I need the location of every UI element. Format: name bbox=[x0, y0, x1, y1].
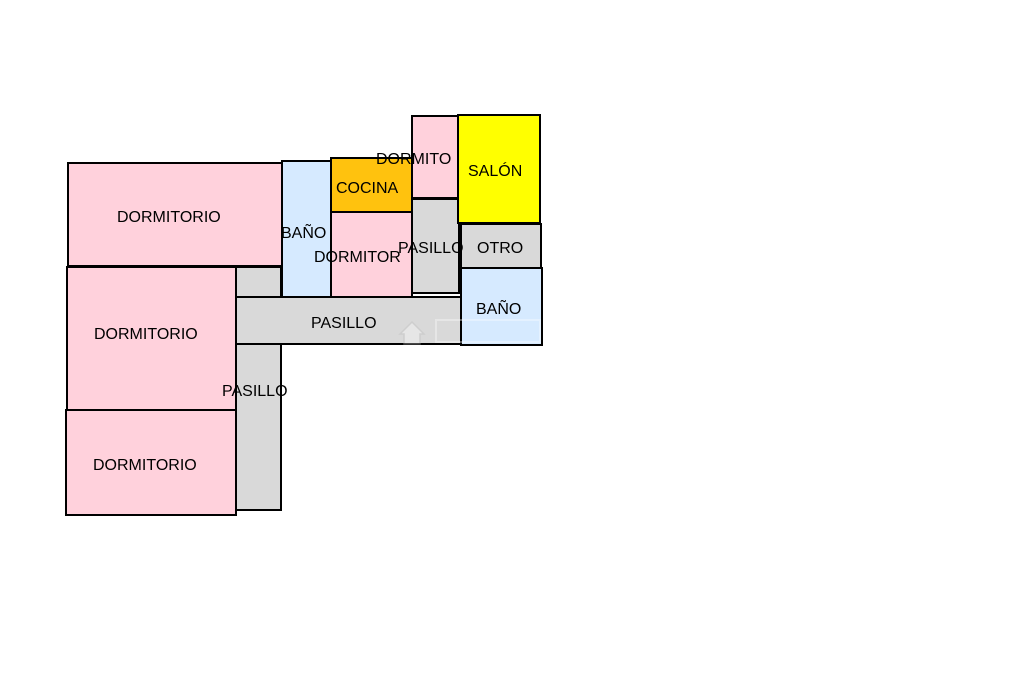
label-cocina: COCINA bbox=[336, 180, 399, 197]
room-dormitorio-2 bbox=[66, 266, 237, 411]
room-salon bbox=[457, 114, 541, 224]
label-salon: SALÓN bbox=[468, 163, 523, 180]
label-dormitorio-4: DORMITOR bbox=[314, 249, 401, 266]
label-pasillo-small: PASILLO bbox=[398, 240, 464, 257]
label-dormitorio-3: DORMITORIO bbox=[93, 457, 197, 474]
label-dormitorio-1: DORMITORIO bbox=[117, 209, 221, 226]
label-dormitorio-2: DORMITORIO bbox=[94, 326, 198, 343]
room-bano-2 bbox=[460, 267, 543, 346]
room-dormitorio-3 bbox=[65, 409, 237, 516]
watermark-logo bbox=[398, 319, 541, 345]
label-pasillo-vertical: PASILLO bbox=[222, 383, 288, 400]
label-pasillo-horizontal: PASILLO bbox=[311, 315, 377, 332]
room-pasillo-horizontal bbox=[233, 296, 463, 345]
label-otro: OTRO bbox=[477, 240, 524, 257]
label-dormitorio-5: DORMITO bbox=[376, 151, 452, 168]
label-bano-2: BAÑO bbox=[476, 301, 522, 318]
room-bano-1 bbox=[281, 160, 332, 298]
label-bano-1: BAÑO bbox=[281, 225, 327, 242]
room-otro bbox=[460, 223, 542, 269]
room-cocina bbox=[330, 157, 413, 213]
